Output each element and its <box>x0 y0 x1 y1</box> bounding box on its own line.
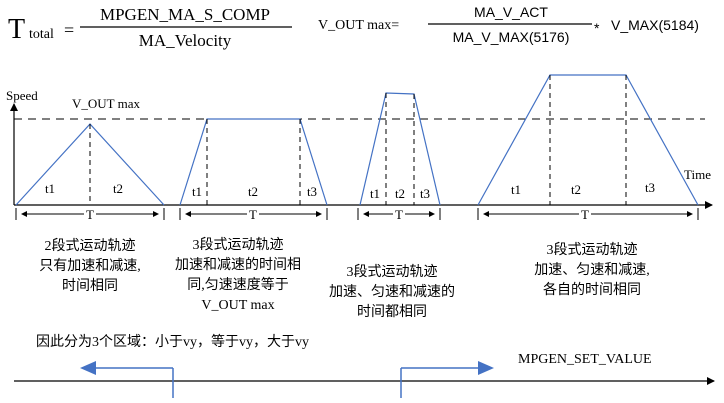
formula-vout-operator: * <box>594 20 600 36</box>
profile-2-phase-t1: t1 <box>192 184 202 199</box>
formula-t-subscript: total <box>29 27 54 42</box>
profile-3-phase-t1: t1 <box>370 186 380 201</box>
x-axis-label: Time <box>684 167 711 182</box>
profile-3-caption-line-1: 3段式运动轨迹 <box>347 264 438 280</box>
profile-2-curve <box>179 118 328 206</box>
set-value-axis: MPGEN_SET_VALUE <box>14 352 715 398</box>
formula-t-equals: = <box>64 20 74 40</box>
left-region-arrowhead <box>80 361 96 375</box>
speed-time-axes: Speed Time V_OUT max <box>6 88 713 209</box>
profile-1-span-label-bg <box>84 206 96 220</box>
profile-1-span-label: T <box>86 207 94 222</box>
profile-4-caption-line-3: 各自的时间相同 <box>543 282 641 298</box>
profile-3-trapezoid: t1 t2 t3 T 3段式运动轨迹 加速、匀速和减速的 时间都相同 <box>329 92 455 320</box>
y-axis-label: Speed <box>6 88 38 103</box>
profile-4-caption-line-1: 3段式运动轨迹 <box>547 242 638 258</box>
profile-3-curve <box>359 92 441 206</box>
profile-2-phase-t2: t2 <box>248 184 258 199</box>
profile-3-span-label-bg <box>393 206 405 220</box>
profile-3-caption-line-3: 时间都相同 <box>357 304 427 320</box>
profile-1-caption-line-1: 2段式运动轨迹 <box>45 238 136 254</box>
profile-4-trapezoid: t1 t2 t3 T 3段式运动轨迹 加速、匀速和减速, 各自的时间相同 <box>477 74 699 298</box>
profile-3-phase-t3: t3 <box>420 186 430 201</box>
profile-1-triangle: t1 t2 T 2段式运动轨迹 只有加速和减速, 时间相同 <box>15 123 165 294</box>
profile-2-span-label-bg <box>247 206 259 220</box>
formula-t-symbol: T <box>8 14 25 45</box>
formula-t-numerator: MPGEN_MA_S_COMP <box>100 5 270 24</box>
set-value-label: MPGEN_SET_VALUE <box>518 352 652 367</box>
profile-1-phase-t1: t1 <box>45 181 55 196</box>
formula-vout-lhs: V_OUT max= <box>318 18 399 33</box>
formula-t-total: T total = MPGEN_MA_S_COMP MA_Velocity <box>8 5 292 50</box>
profile-2-phase-t3: t3 <box>307 184 317 199</box>
profile-2-trapezoid: t1 t2 t3 T 3段式运动轨迹 加速和减速的时间相 同,匀速速度等于 V_… <box>175 118 328 313</box>
formula-vout-factor: V_MAX(5184) <box>611 17 699 33</box>
profile-2-caption-line-2: 加速和减速的时间相 <box>175 257 301 273</box>
profile-2-caption-line-3: 同,匀速速度等于 <box>187 276 289 293</box>
profile-1-caption-line-3: 时间相同 <box>62 278 118 294</box>
profile-3-phase-t2: t2 <box>395 186 405 201</box>
profile-4-span-label-bg <box>579 206 591 220</box>
profile-2-span-label: T <box>249 207 257 222</box>
profile-1-caption-line-2: 只有加速和减速, <box>39 258 141 274</box>
right-region-arrowhead <box>478 361 494 375</box>
formula-t-denominator: MA_Velocity <box>139 31 232 50</box>
profile-4-caption-line-2: 加速、匀速和减速, <box>534 262 650 278</box>
profile-3-span-label: T <box>395 207 403 222</box>
profile-3-caption-line-2: 加速、匀速和减速的 <box>329 284 455 300</box>
profile-4-phase-t2: t2 <box>571 182 581 197</box>
profile-1-phase-t2: t2 <box>113 181 123 196</box>
v-out-max-label: V_OUT max <box>72 96 141 111</box>
summary-note: 因此分为3个区域：小于vy，等于vy，大于vy <box>36 333 309 350</box>
formula-vout-numerator: MA_V_ACT <box>474 4 548 20</box>
profile-4-curve <box>477 74 699 206</box>
formula-vout-denominator: MA_V_MAX(5176) <box>453 29 570 45</box>
profile-4-phase-t3: t3 <box>645 180 655 195</box>
profile-4-phase-t1: t1 <box>511 182 521 197</box>
profile-4-span-label: T <box>581 207 589 222</box>
profile-2-caption-line-4: V_OUT max <box>201 298 274 313</box>
formula-v-out-max: V_OUT max= MA_V_ACT MA_V_MAX(5176) * V_M… <box>318 4 699 45</box>
profile-2-caption-line-1: 3段式运动轨迹 <box>193 237 284 253</box>
